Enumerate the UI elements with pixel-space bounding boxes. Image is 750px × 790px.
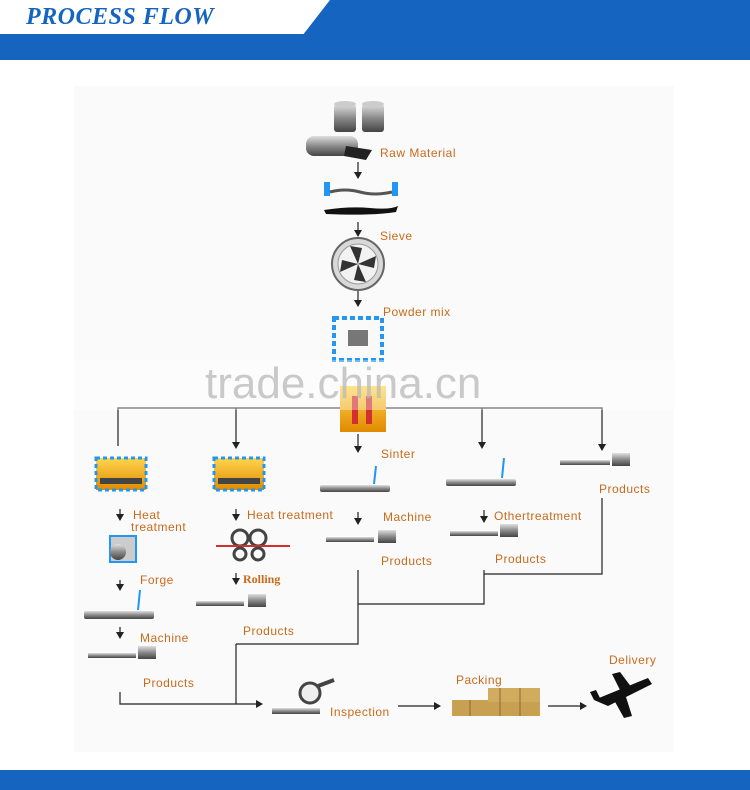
label-forge: Forge [140,573,174,587]
label-heat-treatment-left-2: treatment [131,520,186,534]
products-icon-branch5 [560,453,630,466]
rolling-products-icon [196,594,266,607]
machine-left-products-icon [88,646,156,659]
othertreatment-bar-icon [446,458,516,486]
furnace-mid-icon [214,458,264,490]
label-raw-material: Raw Material [380,146,456,160]
label-machine-mid: Machine [383,510,432,524]
label-products-branch3: Products [381,554,432,568]
label-products-branch1: Products [143,676,194,690]
label-products-branch4: Products [495,552,546,566]
inspection-icon [272,680,334,714]
powder-mix-icon [332,238,384,290]
othertreatment-products-icon [450,524,518,537]
label-inspection: Inspection [330,705,390,719]
label-delivery: Delivery [609,653,656,667]
packing-icon [452,688,540,716]
label-rolling: Rolling [243,572,280,586]
forge-bar-icon [84,590,154,619]
watermark-text: trade.china.cn [205,359,481,408]
rolling-mill-icon [216,530,290,560]
label-machine-left: Machine [140,631,189,645]
label-products-branch2: Products [243,624,294,638]
label-packing: Packing [456,673,502,687]
heat-treatment-left-icon [110,536,136,562]
sinter-bar-icon [320,466,390,492]
airplane-icon [590,672,652,718]
raw-material-icon [306,101,384,160]
machine-mid-products-icon [326,530,396,543]
label-heat-treatment-mid: Heat treatment [247,508,334,522]
sieve-icon [324,182,398,215]
label-powder-mix: Powder mix [383,305,451,319]
label-sieve: Sieve [380,229,413,243]
label-sinter: Sinter [381,447,415,461]
label-othertreatment: Othertreatment [494,509,582,523]
footer-bar [0,770,750,790]
label-products-branch5: Products [599,482,650,496]
furnace-left-icon [96,458,146,490]
